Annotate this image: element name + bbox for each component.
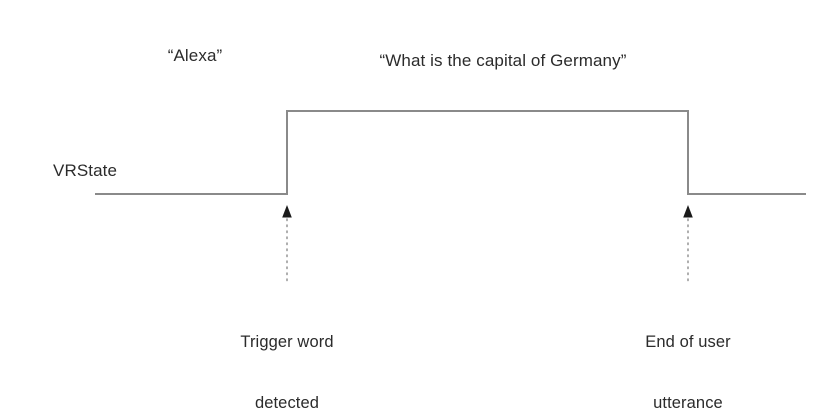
trigger-word-detected-up-arrow-icon [282,205,292,218]
event-caption-end-of-user-utterance: End of user utterance [645,292,731,415]
utterance-label-user-query: “What is the capital of Germany” [379,51,627,70]
vrstate-signal-trace [95,110,806,195]
event-caption-trigger-word-detected: Trigger word detected [240,292,333,415]
event-caption-line-2: detected [254,393,320,412]
event-caption-line-2: utterance [653,393,723,412]
utterance-label-trigger-word: “Alexa” [167,46,223,65]
signal-name-label: VRState [53,161,118,180]
event-caption-line-1: End of user [645,333,731,352]
event-caption-line-1: Trigger word [240,333,334,352]
end-of-user-utterance-up-arrow-icon [683,205,693,218]
